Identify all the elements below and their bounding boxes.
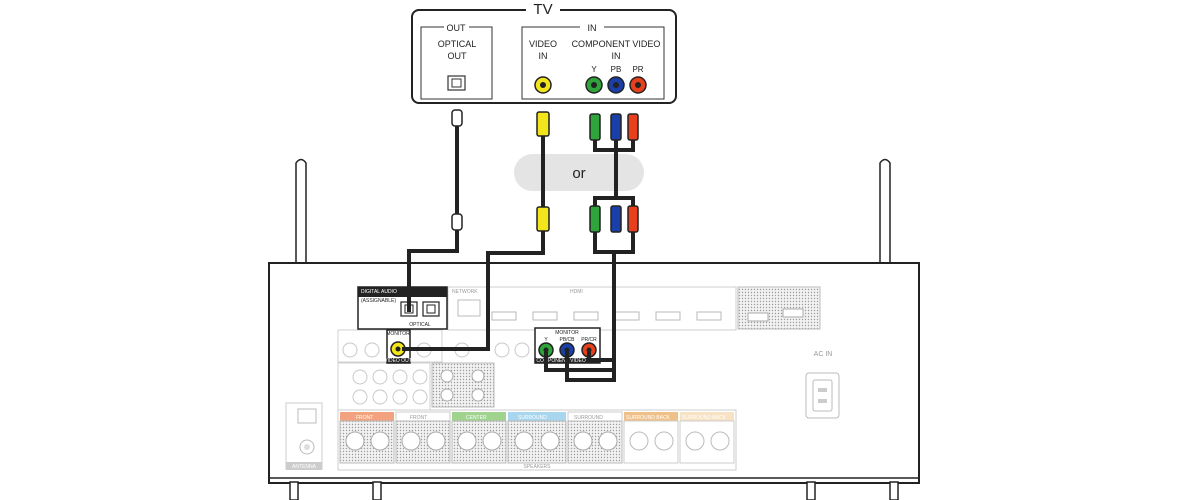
tv-video-in-label-2: IN — [539, 51, 548, 61]
digital-audio-label: DIGITAL AUDIO — [361, 289, 397, 295]
svg-text:NETWORK: NETWORK — [452, 289, 478, 295]
optical-cable — [407, 109, 463, 312]
svg-text:SURROUND BACK: SURROUND BACK — [682, 415, 727, 421]
monitor-component-label: MONITOR — [555, 330, 579, 336]
speaker-surround-back-label: SURROUND BACK — [626, 415, 671, 421]
receiver-port-pr-label: PR/CR — [581, 337, 597, 343]
tv-component-pr-jack — [629, 76, 647, 94]
tv-component-y-jack — [585, 76, 603, 94]
speaker-surround-left: SURROUND — [507, 412, 567, 464]
tv-video-in-jack — [534, 76, 552, 94]
monitor-video-out-label: VIDEO OUT — [384, 358, 412, 364]
receiver-digital-audio-block: DIGITAL AUDIO (ASSIGNABLE) OPTICAL — [357, 286, 448, 330]
tv-component-in-label-2: IN — [612, 51, 621, 61]
speaker-center: CENTER — [451, 412, 507, 464]
video-cable — [402, 111, 550, 351]
receiver-monitor-video-out-block: MONITOR VIDEO OUT — [384, 329, 412, 364]
speaker-front-left: FRONT — [339, 412, 395, 464]
receiver-port-y-label: Y — [544, 337, 548, 343]
or-label: or — [572, 165, 585, 182]
tv-component-pb-jack — [607, 76, 625, 94]
speaker-surround-back-left: SURROUND BACK — [623, 412, 679, 464]
ac-inlet — [805, 372, 840, 419]
speaker-surround-back-right: SURROUND BACK — [679, 412, 735, 464]
tv-port-pr-label: PR — [632, 65, 643, 74]
speaker-center-label: CENTER — [466, 415, 487, 421]
tv-title: TV — [533, 1, 552, 18]
svg-text:HDMI: HDMI — [570, 289, 583, 295]
ac-in-label: AC IN — [814, 351, 833, 358]
tv-out-header: OUT — [447, 23, 467, 33]
hdmi-input-row — [491, 311, 722, 321]
speakers-label: SPEAKERS — [524, 464, 552, 470]
antenna-terminals: ANTENNA — [285, 402, 323, 470]
receiver-rear-panel: NETWORK HDMI AC IN ANTENNA — [268, 158, 920, 500]
receiver-port-pb-label: PB/CB — [559, 337, 575, 343]
digital-audio-assignable: (ASSIGNABLE) — [361, 298, 396, 304]
tv-optical-out-label: OPTICAL — [438, 39, 477, 49]
or-separator: or — [514, 154, 644, 191]
component-cable-upper — [589, 113, 639, 200]
tv-optical-out-label-2: OUT — [448, 51, 468, 61]
speaker-front-right: FRONT — [395, 411, 451, 464]
tv-in-header: IN — [588, 23, 597, 33]
tv-port-y-label: Y — [591, 65, 597, 74]
speaker-surround-label: SURROUND — [518, 415, 547, 421]
tv-panel: TV OUT OPTICAL OUT IN VIDEO IN COMPONENT… — [411, 0, 677, 104]
tv-port-pb-label: PB — [611, 65, 622, 74]
component-cable-lower — [544, 196, 639, 382]
tv-component-in-label: COMPONENT VIDEO — [572, 39, 661, 49]
digital-optical-label: OPTICAL — [409, 322, 431, 328]
antenna-label: ANTENNA — [292, 464, 317, 470]
tv-video-in-label: VIDEO — [529, 39, 557, 49]
tv-optical-out-jack — [447, 75, 466, 91]
speaker-front-label: FRONT — [356, 415, 373, 421]
speaker-surround-right: SURROUND — [567, 411, 623, 464]
monitor-video-label: MONITOR — [386, 331, 410, 337]
svg-text:FRONT: FRONT — [410, 415, 427, 421]
svg-text:SURROUND: SURROUND — [574, 415, 603, 421]
